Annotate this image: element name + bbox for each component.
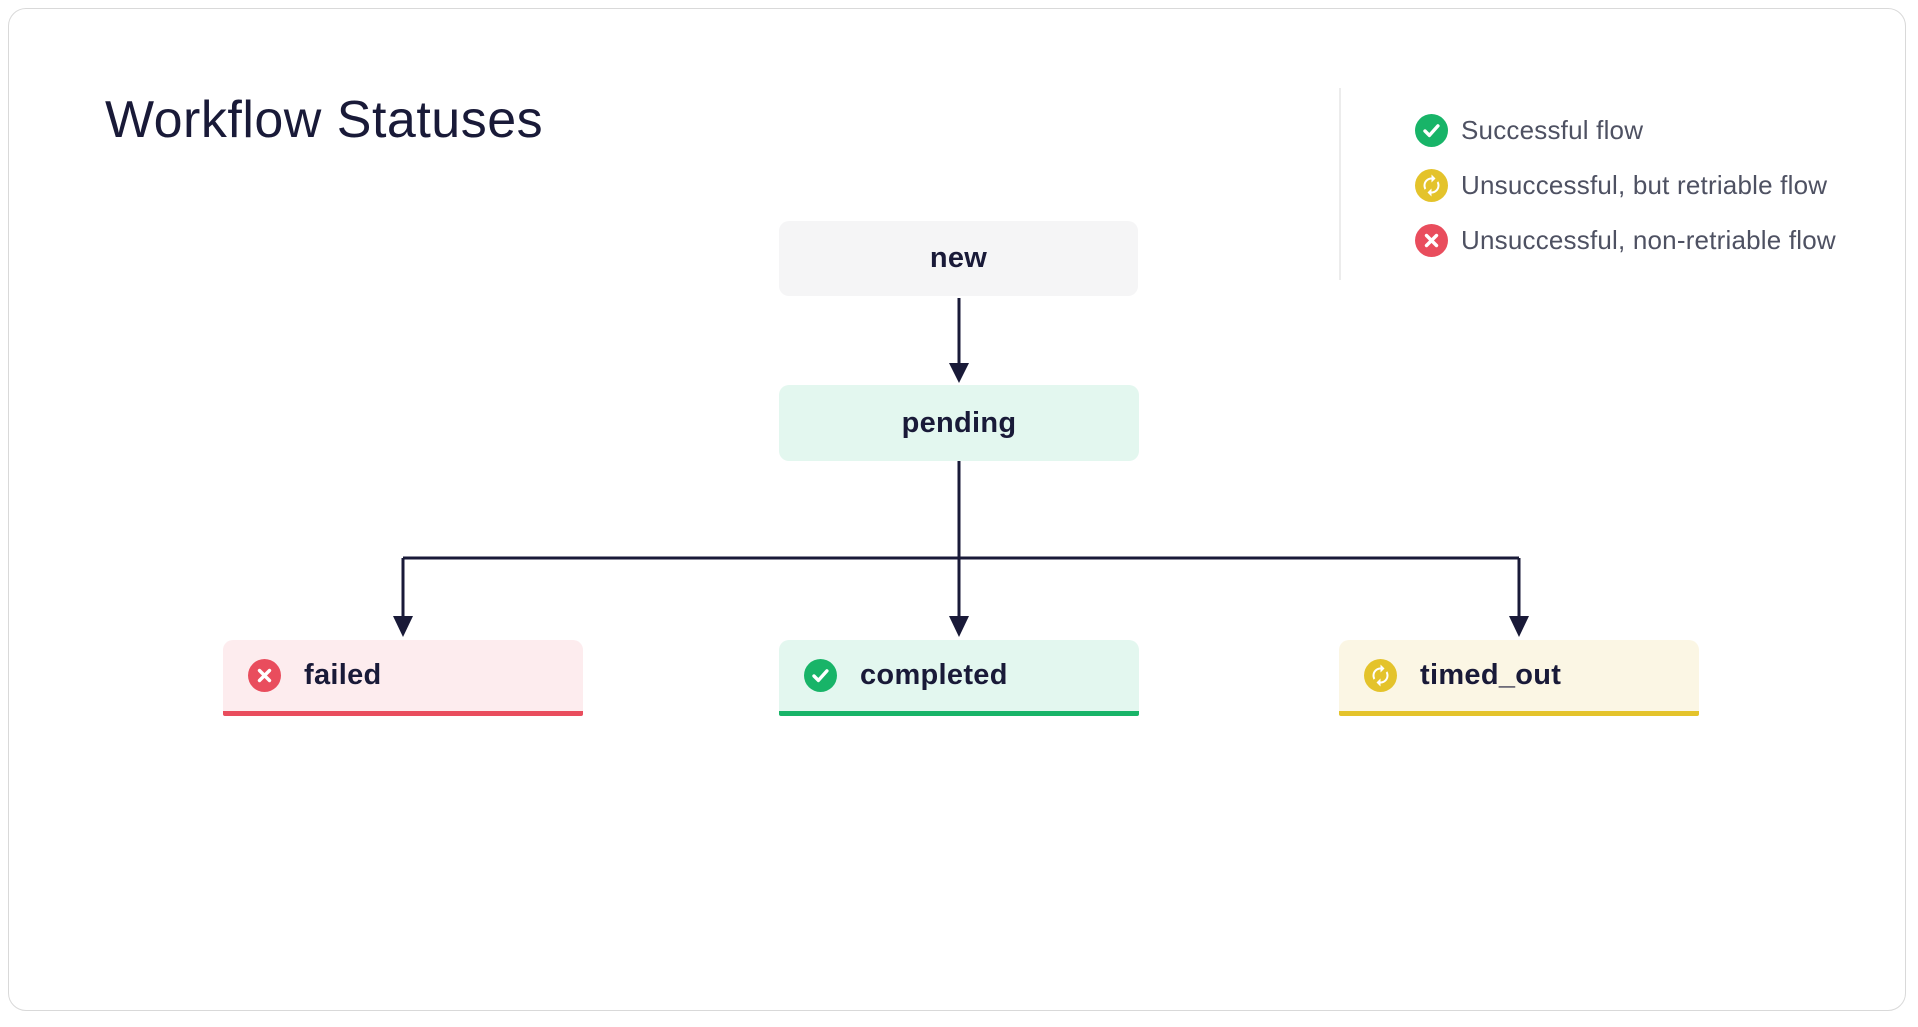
- node-label: completed: [860, 659, 1008, 691]
- node-new: new: [779, 221, 1138, 296]
- node-timed-out: timed_out: [1339, 640, 1699, 716]
- page-title: Workflow Statuses: [105, 91, 544, 149]
- cross-circle-icon: [248, 659, 281, 692]
- cross-circle-icon: [1415, 224, 1448, 257]
- node-label: timed_out: [1420, 659, 1562, 691]
- legend-label: Unsuccessful, non-retriable flow: [1461, 225, 1836, 255]
- legend-item-non-retriable: Unsuccessful, non-retriable flow: [1415, 224, 1836, 257]
- legend-label: Successful flow: [1461, 115, 1644, 145]
- legend-label: Unsuccessful, but retriable flow: [1461, 170, 1828, 200]
- check-circle-icon: [1415, 114, 1448, 147]
- legend-item-retriable: Unsuccessful, but retriable flow: [1415, 169, 1836, 202]
- legend-divider: [1339, 88, 1341, 280]
- legend-item-successful: Successful flow: [1415, 114, 1836, 147]
- legend: Successful flow Unsuccessful, but retria…: [1415, 114, 1836, 257]
- node-label: new: [929, 242, 988, 274]
- node-pending: pending: [779, 385, 1139, 461]
- node-completed: completed: [779, 640, 1139, 716]
- check-circle-icon: [804, 659, 837, 692]
- node-label: failed: [304, 659, 382, 691]
- retry-circle-icon: [1364, 659, 1397, 692]
- node-failed: failed: [223, 640, 583, 716]
- page-card: [8, 8, 1906, 1011]
- retry-circle-icon: [1415, 169, 1448, 202]
- node-label: pending: [901, 406, 1017, 439]
